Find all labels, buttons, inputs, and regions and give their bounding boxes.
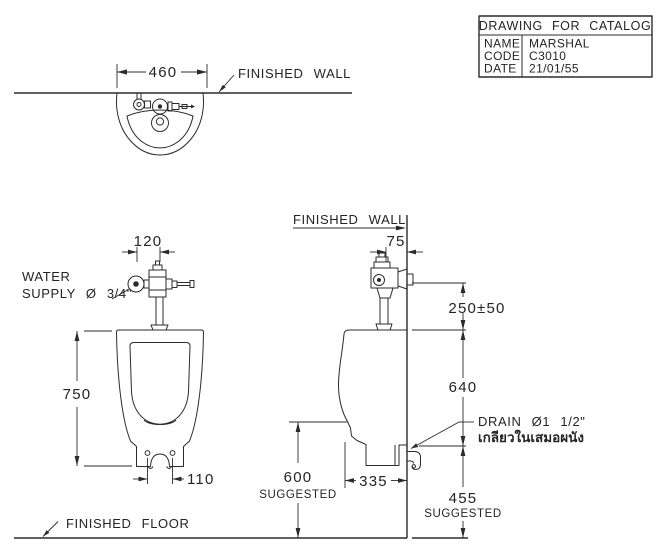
dim-rim-height-geometry: [289, 421, 347, 538]
dim-top-width-geometry: [116, 64, 208, 88]
dim-hole-spacing-geometry: [133, 458, 184, 484]
dim-rim-to-drain-geometry: [460, 330, 466, 446]
urinal-front-feet: [147, 466, 172, 469]
dim-body-depth: 335: [359, 473, 388, 490]
dim-top-width: 460: [149, 64, 178, 81]
dim-wall-offset: 75: [386, 233, 405, 250]
drain-elbow: [407, 451, 421, 470]
title-block-name-label: NAME: [484, 37, 520, 51]
urinal-front-outline: [116, 329, 204, 467]
dim-hole-spacing: 110: [187, 471, 215, 488]
finished-floor-label: FINISHED FLOOR: [66, 516, 189, 531]
finished-wall-label-side: FINISHED WALL: [293, 212, 406, 227]
finished-wall-label-top: FINISHED WALL: [238, 66, 351, 81]
dim-rim-to-drain: 640: [449, 379, 478, 396]
drain-note-thai: เกลียวในเสมอผนัง: [478, 429, 584, 445]
side-view: FINISHED WALL 75: [259, 212, 585, 538]
dim-body-depth-geometry: [344, 442, 407, 488]
urinal-front-rim: [129, 342, 191, 425]
dim-drain-height: 455: [449, 490, 478, 507]
title-block-title: DRAWING FOR CATALOG: [479, 19, 652, 33]
spreader-top-view: [151, 114, 169, 132]
top-view: 460 FINISHED WALL: [14, 64, 352, 156]
dim-drain-height-geometry: [460, 446, 466, 538]
right-extension-lines: [412, 282, 466, 447]
dim-drain-height-suggested: SUGGESTED: [424, 508, 502, 520]
title-block-border: [478, 15, 653, 78]
dim-rim-height: 600: [284, 469, 313, 486]
floor: FINISHED FLOOR: [14, 516, 468, 539]
water-supply-leader: [111, 288, 130, 300]
drain-label: DRAIN Ø1 1/2": [478, 414, 586, 429]
fixing-hole-left: [144, 450, 151, 456]
finished-wall-leader-top: [218, 74, 235, 93]
water-supply-label-line1: WATER: [22, 269, 71, 284]
title-block-code-value: C3010: [529, 49, 566, 63]
finished-wall-leader-side: [293, 225, 406, 231]
fixing-hole-right: [169, 450, 176, 456]
flush-valve-side-view: [370, 252, 414, 331]
flush-valve-top-view: [133, 93, 195, 115]
title-block-date-value: 21/01/55: [529, 62, 579, 76]
urinal-side-profile: [338, 329, 407, 466]
title-block: DRAWING FOR CATALOG NAME MARSHAL CODE C3…: [478, 15, 653, 78]
dim-body-height: 750: [63, 386, 92, 403]
urinal-top-view-rim: [126, 109, 194, 149]
dim-rim-height-suggested: SUGGESTED: [259, 489, 337, 501]
dim-valve-height: 250±50: [448, 300, 505, 317]
drain-leader: [410, 421, 474, 449]
flush-valve-front-view: [127, 260, 195, 331]
title-block-name-value: MARSHAL: [529, 37, 590, 51]
front-view: 120 WATER SUPPLY Ø 3/4": [22, 233, 215, 488]
urinal-top-view-outline: [116, 92, 204, 156]
title-block-code-label: CODE: [484, 49, 520, 63]
dim-valve-width: 120: [134, 233, 163, 250]
water-supply-label-line2: SUPPLY Ø 3/4": [22, 286, 132, 301]
finished-floor-leader: [42, 521, 59, 537]
dim-valve-height-geometry: [460, 283, 466, 330]
dim-valve-width-geometry: [122, 247, 175, 262]
dim-body-height-geometry: [74, 330, 132, 467]
urinal-front-bowl-edge: [143, 419, 177, 425]
title-block-date-label: DATE: [484, 62, 517, 76]
